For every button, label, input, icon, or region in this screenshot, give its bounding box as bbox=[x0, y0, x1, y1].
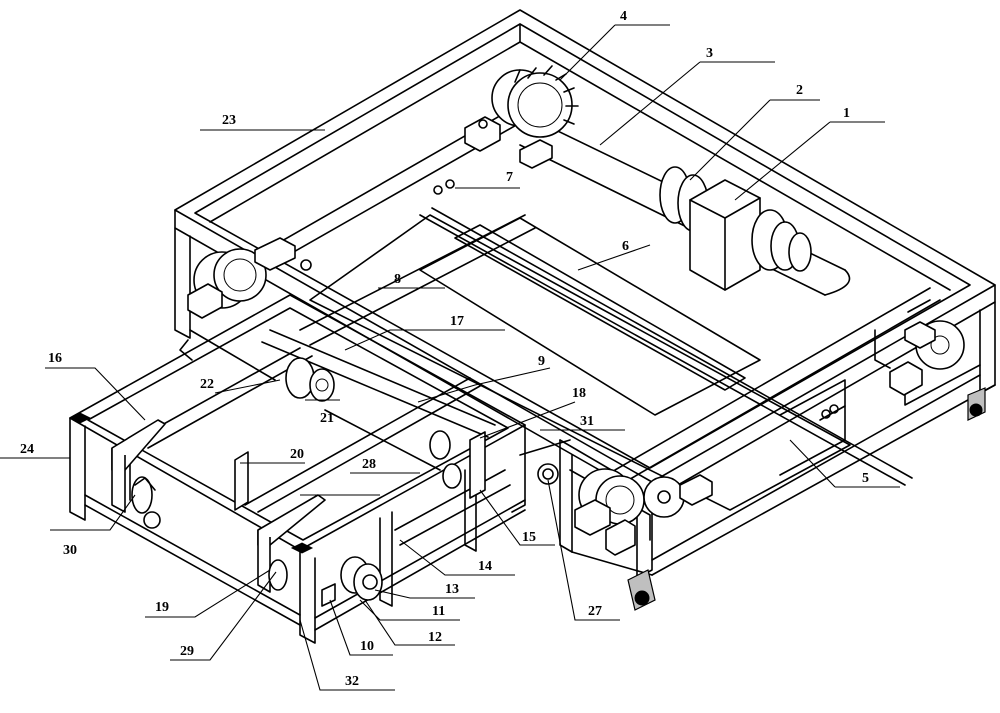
callout-12: 12 bbox=[428, 630, 442, 645]
callout-23: 23 bbox=[222, 113, 236, 128]
right-front-drive bbox=[519, 439, 713, 556]
callout-27: 27 bbox=[588, 604, 602, 619]
callout-24: 24 bbox=[20, 442, 34, 457]
callout-9: 9 bbox=[538, 354, 545, 369]
drive-shaft-assembly bbox=[519, 119, 851, 296]
callout-5: 5 bbox=[862, 471, 869, 486]
callout-2: 2 bbox=[796, 83, 803, 98]
callout-29: 29 bbox=[180, 644, 194, 659]
cross-bar-5 bbox=[779, 379, 846, 476]
callout-20: 20 bbox=[290, 447, 304, 462]
callout-15: 15 bbox=[522, 530, 536, 545]
bolts-7 bbox=[433, 179, 455, 195]
callout-14: 14 bbox=[478, 559, 492, 574]
clamp-arms bbox=[111, 419, 486, 593]
callout-21: 21 bbox=[320, 411, 334, 426]
callout-19: 19 bbox=[155, 600, 169, 615]
callout-6: 6 bbox=[622, 239, 629, 254]
rear-casters bbox=[179, 339, 986, 611]
callout-1: 1 bbox=[843, 106, 850, 121]
callout-17: 17 bbox=[450, 314, 464, 329]
callout-labels: 1 2 3 4 5 6 7 8 9 10 11 12 13 14 15 16 1… bbox=[20, 9, 869, 689]
rear-left-wheel-gear bbox=[187, 237, 312, 319]
callout-4: 4 bbox=[620, 9, 627, 24]
callout-28: 28 bbox=[362, 457, 376, 472]
rollers bbox=[285, 357, 462, 489]
callout-16: 16 bbox=[48, 351, 62, 366]
callout-11: 11 bbox=[432, 604, 445, 619]
front-wheels bbox=[131, 476, 383, 607]
callout-22: 22 bbox=[200, 377, 214, 392]
callout-31: 31 bbox=[580, 414, 594, 429]
callout-3: 3 bbox=[706, 46, 713, 61]
callout-18: 18 bbox=[572, 386, 586, 401]
callout-13: 13 bbox=[445, 582, 459, 597]
rear-right-wheel-gear bbox=[821, 299, 965, 419]
callout-32: 32 bbox=[345, 674, 359, 689]
front-frame bbox=[68, 294, 526, 644]
leader-lines bbox=[0, 24, 900, 691]
callout-10: 10 bbox=[360, 639, 374, 654]
top-gear bbox=[464, 65, 579, 169]
callout-7: 7 bbox=[506, 170, 513, 185]
callout-30: 30 bbox=[63, 543, 77, 558]
callout-8: 8 bbox=[394, 272, 401, 287]
